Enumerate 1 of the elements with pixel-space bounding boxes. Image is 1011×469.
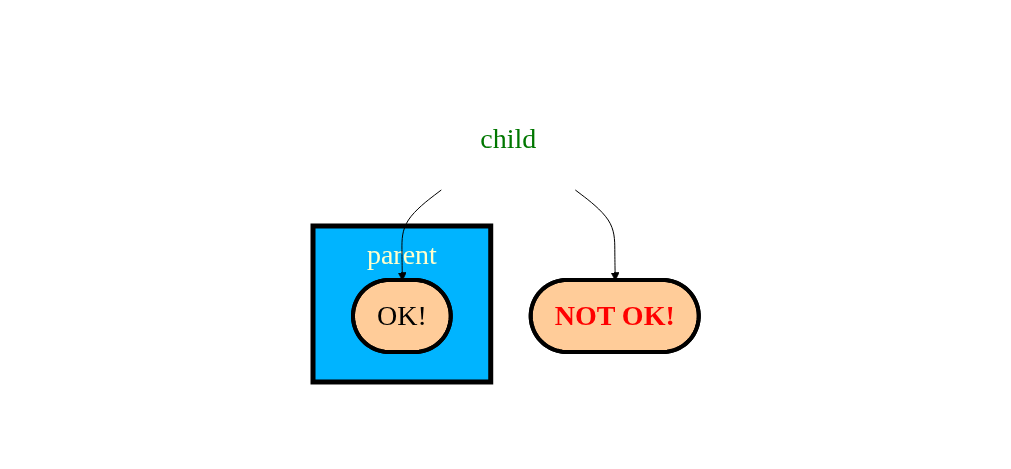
node-text: child: [479, 122, 536, 154]
